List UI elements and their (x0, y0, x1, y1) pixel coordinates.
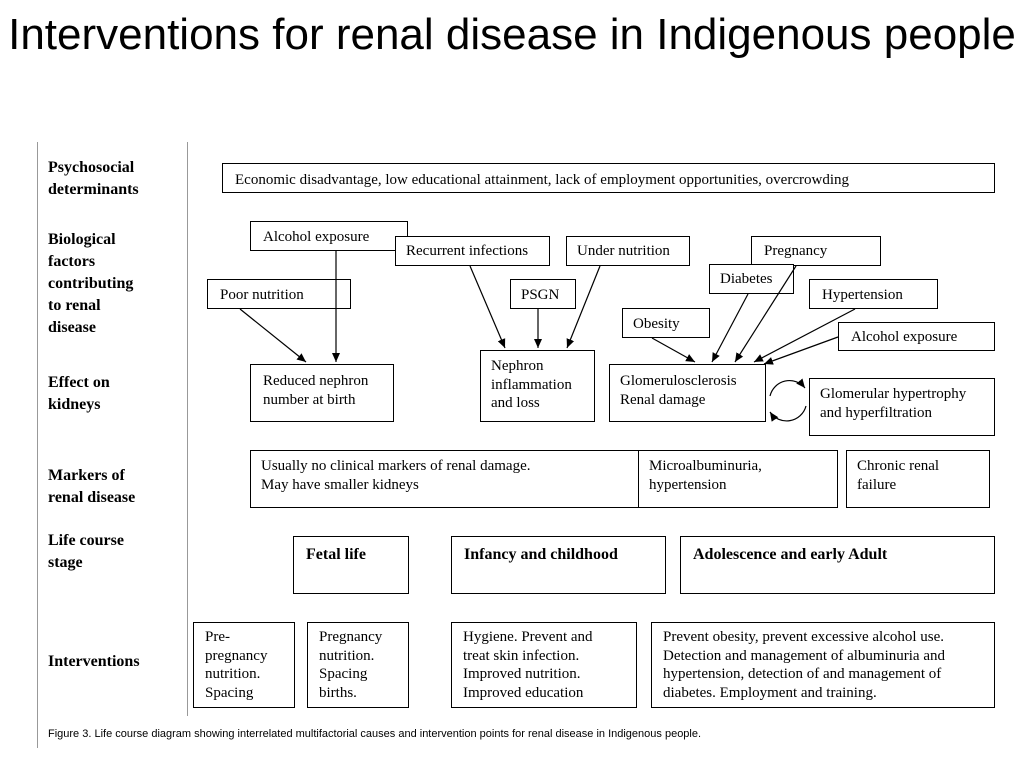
pregnancy-box: Pregnancy (751, 236, 881, 266)
row-label-life-course: Life course stage (48, 532, 124, 571)
alcohol-exposure-box-2: Alcohol exposure (838, 322, 995, 351)
arrow-infections-to-inflammation (469, 265, 506, 349)
psgn-box: PSGN (510, 279, 576, 309)
glomerular-hypertrophy-box: Glomerular hypertrophy and hyperfiltrati… (809, 378, 995, 436)
under-nutrition-box: Under nutrition (566, 236, 690, 266)
row-label-effect: Effect on kidneys (48, 374, 110, 413)
slide-title: Interventions for renal disease in Indig… (8, 10, 1016, 59)
glomerulosclerosis-box: Glomerulosclerosis Renal damage (609, 364, 766, 422)
arrow-diabetes-to-glomerulo (711, 293, 749, 363)
stage-fetal-life: Fetal life (293, 536, 409, 594)
arrow-obesity-to-glomerulo (651, 337, 696, 363)
reduced-nephron-box: Reduced nephron number at birth (250, 364, 394, 422)
arrow-poor-nutrition-to-nephron (239, 308, 307, 363)
cycle-arrow-top (769, 378, 806, 397)
row-label-interventions: Interventions (48, 653, 140, 670)
marker-microalbuminuria: Microalbuminuria, hypertension (638, 451, 837, 507)
row-label-psychosocial: Psychosocial determinants (48, 159, 139, 198)
poor-nutrition-box: Poor nutrition (207, 279, 351, 309)
nephron-inflammation-box: Nephron inflammation and loss (480, 350, 595, 422)
label-divider-line (187, 142, 188, 716)
row-label-markers: Markers of renal disease (48, 467, 136, 506)
cycle-arrow-bottom (769, 405, 807, 422)
stage-infancy-childhood: Infancy and childhood (451, 536, 666, 594)
figure-caption: Figure 3. Life course diagram showing in… (48, 728, 702, 740)
marker-chronic-failure: Chronic renal failure (846, 450, 990, 508)
alcohol-exposure-box: Alcohol exposure (250, 221, 408, 251)
psychosocial-box: Economic disadvantage, low educational a… (222, 163, 995, 193)
markers-row: Usually no clinical markers of renal dam… (250, 450, 838, 508)
intervention-pre-pregnancy: Pre- pregnancy nutrition. Spacing (193, 622, 295, 708)
stage-adolescence-adult: Adolescence and early Adult (680, 536, 995, 594)
intervention-pregnancy: Pregnancy nutrition. Spacing births. (307, 622, 409, 708)
arrow-alcohol2-to-glomerulo (763, 336, 839, 365)
intervention-adult: Prevent obesity, prevent excessive alcoh… (651, 622, 995, 708)
intervention-hygiene: Hygiene. Prevent and treat skin infectio… (451, 622, 637, 708)
left-margin-line (37, 142, 38, 748)
diabetes-box: Diabetes (709, 264, 794, 294)
row-label-biological: Biological factors contributing to renal… (48, 231, 134, 336)
obesity-box: Obesity (622, 308, 710, 338)
marker-no-clinical: Usually no clinical markers of renal dam… (261, 458, 531, 493)
recurrent-infections-box: Recurrent infections (395, 236, 550, 266)
hypertension-box: Hypertension (809, 279, 938, 309)
